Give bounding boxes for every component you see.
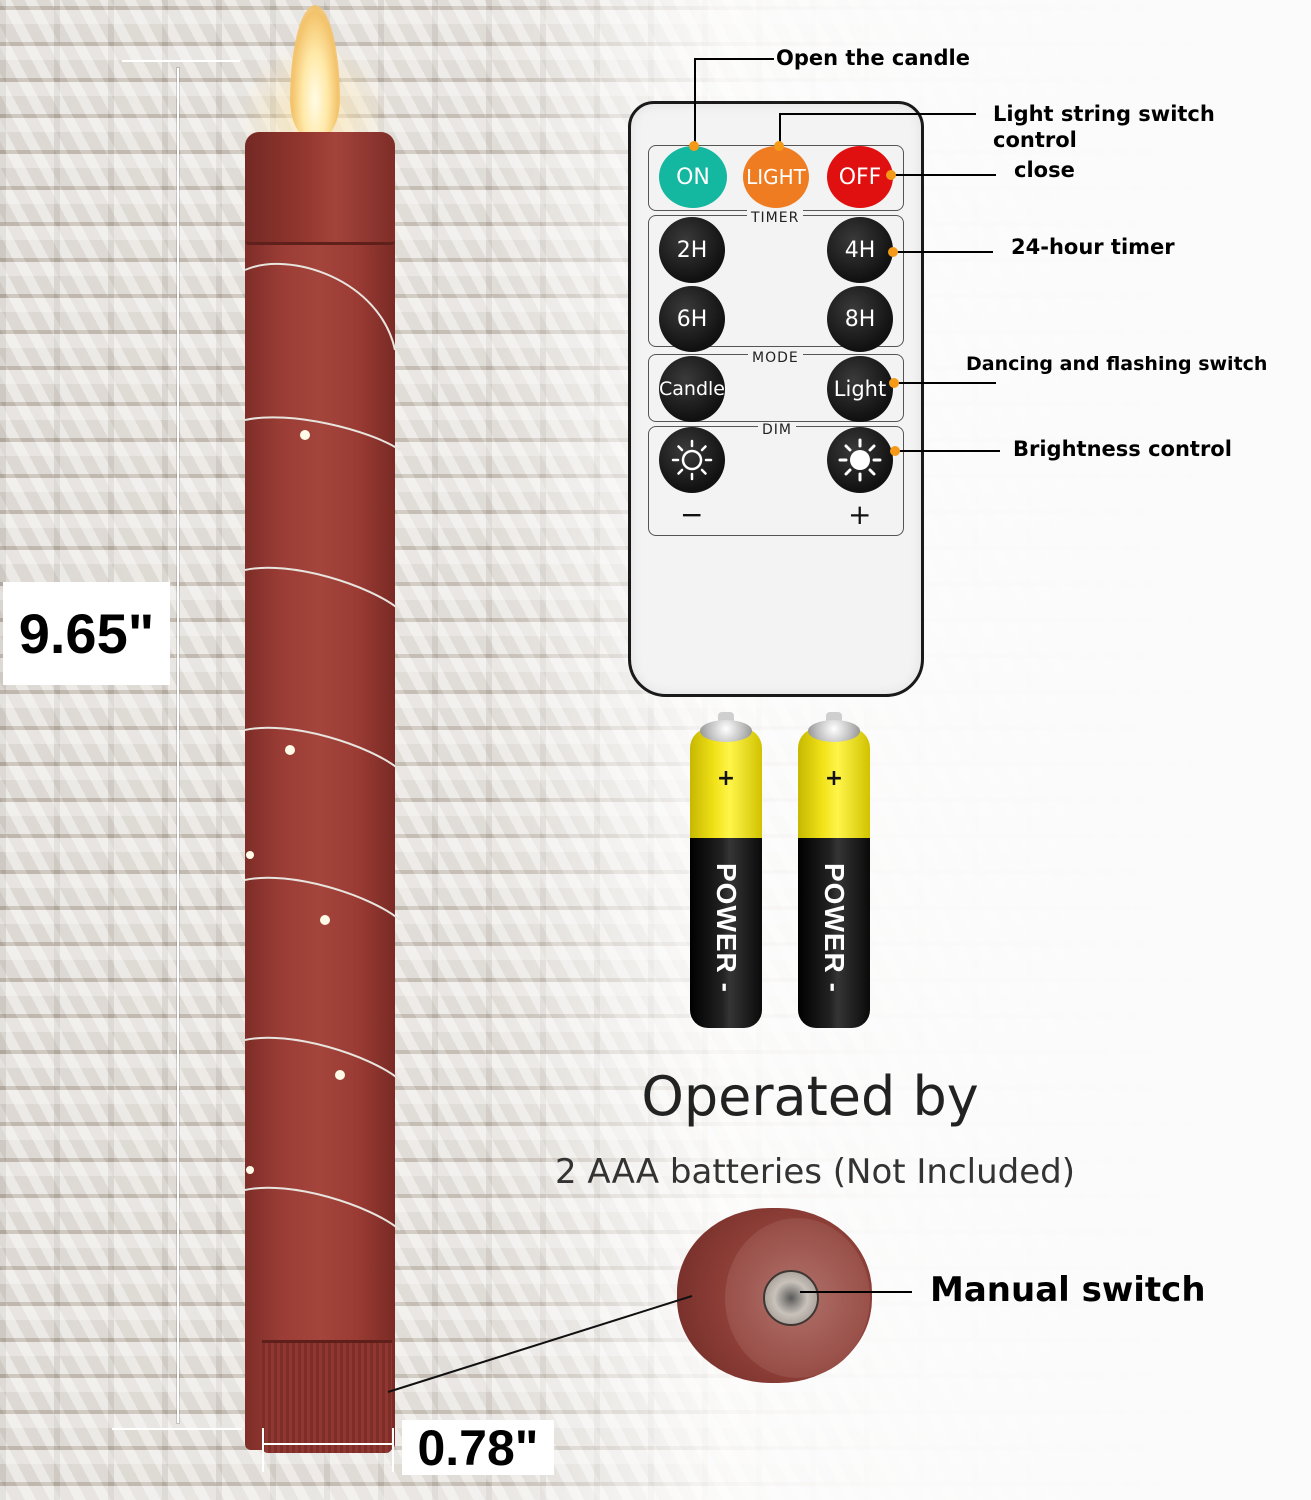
brightness-callout-line [893, 450, 1000, 452]
sun-filled-icon [838, 438, 882, 482]
timer-callout-dot [888, 247, 898, 257]
sun-outline-icon [671, 439, 713, 481]
height-dimension-top-tick [122, 60, 240, 62]
light-string-wire [244, 262, 401, 1231]
battery-brand-text: POWER [711, 863, 742, 974]
width-dimension-right-tick [392, 1428, 394, 1472]
mode-candle-label: Candle [659, 378, 725, 400]
battery-cap [808, 720, 860, 742]
manual-switch-label: Manual switch [930, 1270, 1206, 1310]
candle-base [262, 1340, 392, 1453]
dim-minus-sign: − [680, 498, 704, 531]
open-callout-line-h [694, 58, 774, 60]
batteries-note: 2 AAA batteries (Not Included) [554, 1152, 1076, 1192]
open-callout-line-v [694, 58, 696, 150]
open-callout-dot [689, 141, 699, 151]
battery-brand: POWER - [819, 863, 850, 1023]
timer-6h-button[interactable]: 6H [659, 286, 725, 352]
battery-body [690, 838, 762, 1028]
height-label: 9.65" [3, 582, 170, 685]
light-string-callout-line1: Light string switch [993, 102, 1215, 126]
battery-brand-text: POWER [819, 863, 850, 974]
battery-brand: POWER - [711, 863, 742, 1023]
base-connector-line [387, 1295, 693, 1393]
battery-minus: - [819, 982, 850, 993]
dim-up-button[interactable] [827, 427, 893, 493]
dancing-callout-dot [889, 378, 899, 388]
brightness-callout: Brightness control [1013, 437, 1232, 461]
mode-light-label: Light [833, 377, 887, 401]
on-button-label: ON [676, 164, 710, 190]
timer-callout: 24-hour timer [1011, 235, 1175, 259]
dancing-callout: Dancing and flashing switch [966, 353, 1268, 375]
open-candle-callout: Open the candle [776, 46, 970, 70]
timer-8h-label: 8H [844, 306, 876, 332]
timer-8h-button[interactable]: 8H [827, 286, 893, 352]
on-button[interactable]: ON [659, 146, 727, 208]
width-label: 0.78" [402, 1420, 554, 1476]
height-dimension-line [177, 68, 179, 1423]
brightness-callout-dot [890, 446, 900, 456]
width-dimension-line [264, 1443, 394, 1445]
light-string-callout-line2: control [993, 128, 1077, 152]
timer-title: TIMER [747, 210, 804, 226]
battery-1: + POWER - [690, 712, 762, 1028]
candle-body [245, 140, 395, 1450]
battery-plus: + [824, 766, 844, 791]
light-button[interactable]: LIGHT [743, 146, 809, 208]
battery-top [690, 728, 762, 838]
dim-down-button[interactable] [659, 427, 725, 493]
manual-switch-knob[interactable] [763, 1270, 819, 1326]
mode-title: MODE [748, 350, 803, 366]
timer-2h-label: 2H [676, 237, 708, 263]
timer-2h-button[interactable]: 2H [659, 217, 725, 283]
timer-4h-button[interactable]: 4H [827, 217, 893, 283]
battery-cap [700, 720, 752, 742]
off-button-label: OFF [838, 164, 882, 190]
mode-light-button[interactable]: Light [827, 356, 893, 422]
candle-top [245, 132, 395, 245]
battery-plus: + [716, 766, 736, 791]
battery-body [798, 838, 870, 1028]
height-dimension-bottom-tick [112, 1428, 242, 1430]
timer-6h-label: 6H [676, 306, 708, 332]
light-callout-line-h [779, 113, 976, 115]
dim-plus-sign: + [848, 498, 872, 531]
operated-by-title: Operated by [641, 1065, 979, 1128]
battery-2: + POWER - [798, 712, 870, 1028]
width-dimension-left-tick [262, 1428, 264, 1472]
close-callout-dot [886, 170, 896, 180]
light-callout-dot [774, 141, 784, 151]
battery-minus: - [711, 982, 742, 993]
light-callout-line-v [779, 113, 781, 150]
manual-switch-callout-line [800, 1291, 912, 1293]
dancing-callout-line [893, 382, 996, 384]
close-callout-line [893, 174, 996, 176]
timer-4h-label: 4H [844, 237, 876, 263]
close-callout: close [1014, 158, 1075, 182]
mode-candle-button[interactable]: Candle [659, 356, 725, 422]
battery-top [798, 728, 870, 838]
light-button-label: LIGHT [746, 165, 806, 189]
timer-callout-line [893, 251, 993, 253]
off-button[interactable]: OFF [827, 146, 893, 208]
dim-title: DIM [758, 422, 796, 438]
